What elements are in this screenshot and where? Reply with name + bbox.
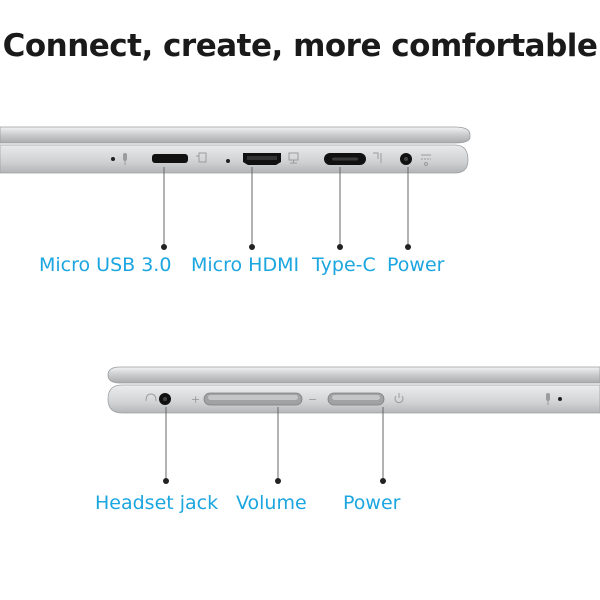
label-headset-jack: Headset jack [95,492,219,514]
laptop-lid [107,366,600,384]
laptop-base [0,144,469,174]
laptop-side-view-bottom: + − [107,366,600,484]
power-jack-icon [421,154,431,166]
label-micro-usb: Micro USB 3.0 [39,254,172,276]
label-power-top: Power [387,254,445,276]
page-title: Connect, create, more comfortable [2,28,598,64]
microphone-hole [111,157,115,161]
microphone-icon [123,153,127,165]
label-micro-hdmi: Micro HDMI [191,254,300,276]
laptop-lid [0,126,471,144]
headphone-icon [145,393,157,402]
label-volume: Volume [236,492,307,514]
indicator-led [226,159,230,163]
label-power-bottom: Power [343,492,401,514]
power-icon [394,393,404,404]
display-icon [288,152,299,164]
microphone-hole [558,397,562,401]
label-type-c: Type-C [312,254,376,276]
usb-icon [196,152,207,163]
microphone-icon [546,393,550,405]
micro-usb-port [152,154,188,163]
volume-minus-symbol: − [308,393,317,406]
laptop-side-view-top [0,126,471,250]
volume-plus-symbol: + [191,393,200,406]
usb-c-icon [373,152,382,163]
